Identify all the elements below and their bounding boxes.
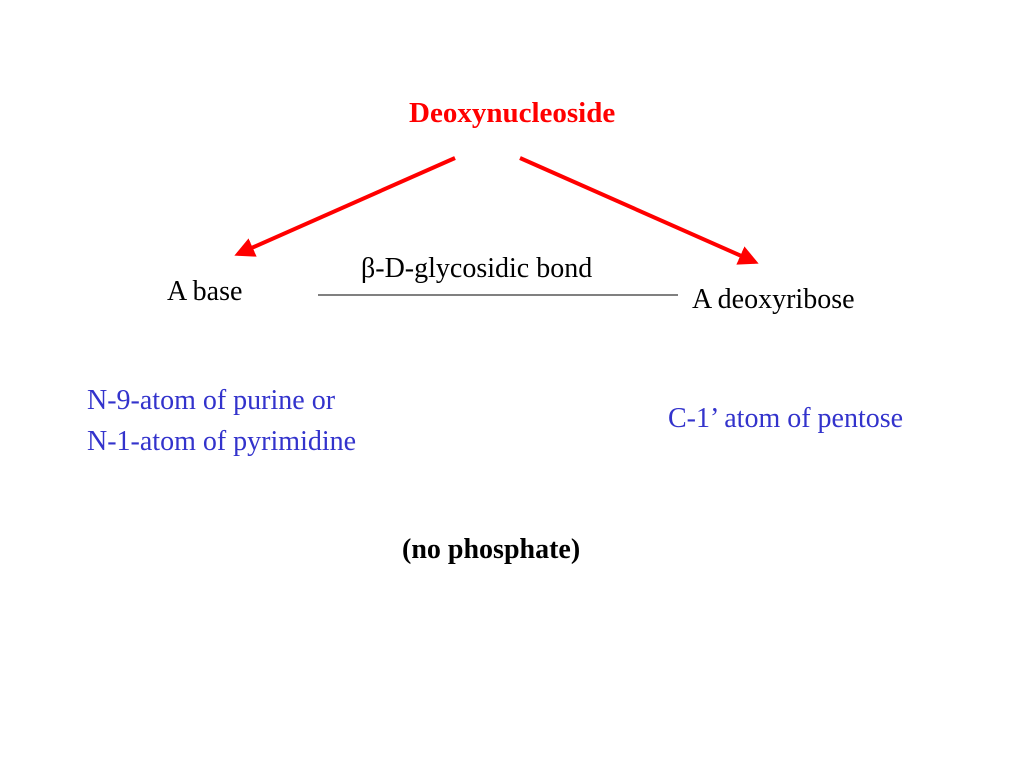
- deoxyribose-label: A deoxyribose: [692, 284, 855, 315]
- footnote: (no phosphate): [402, 534, 581, 565]
- diagram-title: Deoxynucleoside: [409, 97, 616, 129]
- bond-label: β-D-glycosidic bond: [361, 253, 593, 284]
- arrow-to-deoxyribose: [519, 156, 759, 265]
- base-attachment-note: N-9-atom of purine or N-1-atom of pyrimi…: [87, 380, 356, 462]
- arrow-to-base: [234, 156, 456, 257]
- sugar-attachment-note: C-1’ atom of pentose: [668, 403, 904, 434]
- base-label: A base: [167, 276, 243, 307]
- base-note-line-2: N-1-atom of pyrimidine: [87, 426, 357, 457]
- base-note-line-1: N-9-atom of purine or: [87, 385, 336, 416]
